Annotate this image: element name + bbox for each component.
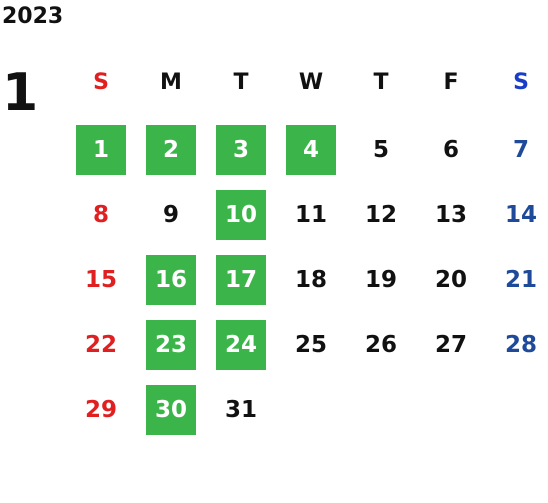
day-cell-11[interactable]: 11 (294, 202, 327, 228)
weekday-header-wed: W (298, 69, 324, 95)
day-cell-6[interactable]: 6 (442, 137, 459, 163)
weekday-header-sun: S (93, 69, 109, 95)
day-cell-17[interactable]: 17 (216, 255, 266, 305)
day-cell-20[interactable]: 20 (434, 267, 467, 293)
weekday-header-tue: T (233, 69, 249, 95)
calendar-month: 1 (2, 63, 39, 123)
day-cell-8[interactable]: 8 (92, 202, 109, 228)
day-cell-24[interactable]: 24 (216, 320, 266, 370)
day-cell-14[interactable]: 14 (504, 202, 537, 228)
day-cell-13[interactable]: 13 (434, 202, 467, 228)
day-cell-5[interactable]: 5 (372, 137, 389, 163)
day-cell-27[interactable]: 27 (434, 332, 467, 358)
day-cell-9[interactable]: 9 (162, 202, 179, 228)
weekday-header-thu: T (373, 69, 389, 95)
day-cell-29[interactable]: 29 (84, 397, 117, 423)
day-cell-15[interactable]: 15 (84, 267, 117, 293)
day-cell-25[interactable]: 25 (294, 332, 327, 358)
day-cell-12[interactable]: 12 (364, 202, 397, 228)
day-cell-1[interactable]: 1 (76, 125, 126, 175)
weekday-header-sat: S (513, 69, 529, 95)
day-cell-21[interactable]: 21 (504, 267, 537, 293)
day-cell-23[interactable]: 23 (146, 320, 196, 370)
day-cell-30[interactable]: 30 (146, 385, 196, 435)
day-cell-19[interactable]: 19 (364, 267, 397, 293)
day-cell-16[interactable]: 16 (146, 255, 196, 305)
day-cell-28[interactable]: 28 (504, 332, 537, 358)
day-cell-3[interactable]: 3 (216, 125, 266, 175)
day-cell-31[interactable]: 31 (224, 397, 257, 423)
day-cell-7[interactable]: 7 (512, 137, 529, 163)
weekday-header-fri: F (443, 69, 459, 95)
day-cell-18[interactable]: 18 (294, 267, 327, 293)
day-cell-22[interactable]: 22 (84, 332, 117, 358)
weekday-header-mon: M (160, 69, 182, 95)
day-cell-4[interactable]: 4 (286, 125, 336, 175)
calendar-year: 2023 (2, 4, 64, 29)
day-cell-26[interactable]: 26 (364, 332, 397, 358)
day-cell-2[interactable]: 2 (146, 125, 196, 175)
day-cell-10[interactable]: 10 (216, 190, 266, 240)
